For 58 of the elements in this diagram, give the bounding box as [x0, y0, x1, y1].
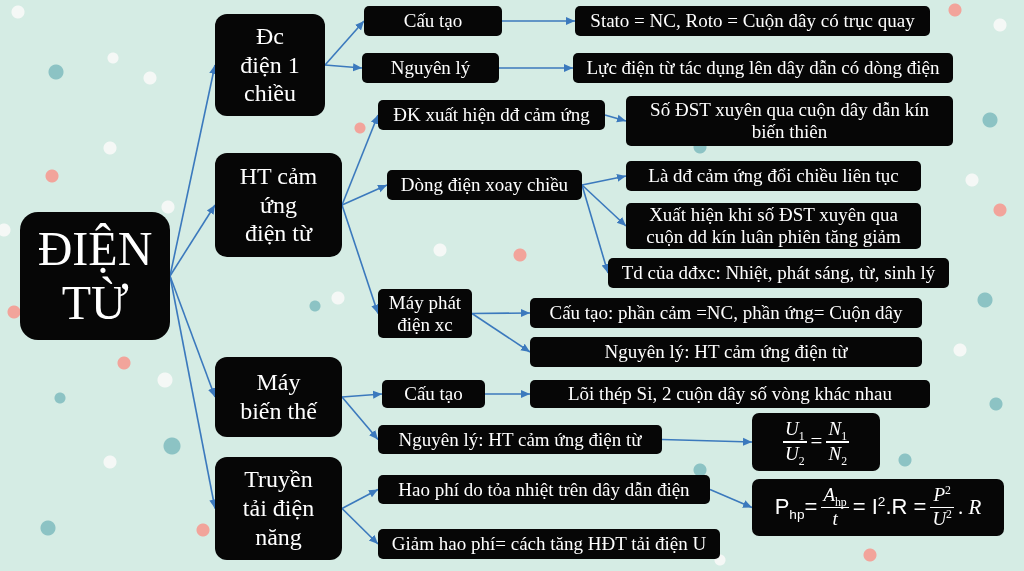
topic-box: Máy biến thế	[215, 357, 342, 437]
formula-box	[752, 413, 880, 471]
concept-box: ĐK xuất hiện dđ cảm ứng	[378, 100, 605, 130]
arrow	[471, 309, 531, 318]
arrow	[341, 390, 383, 399]
concept-box: Là dđ cảm ứng đổi chiều liên tục	[626, 161, 921, 191]
topic-box: Truyền tải điện năng	[215, 457, 342, 560]
concept-box: Nguyên lý: HT cảm ứng điện từ	[530, 337, 922, 367]
concept-box: Cấu tạo	[382, 380, 485, 408]
concept-box: Xuất hiện khi số ĐST xuyên qua cuộn dd kín luân phiên tăng giảm	[626, 203, 921, 249]
concept-box: Dòng điện xoay chiều	[387, 170, 582, 200]
concept-box: Giảm hao phí= cách tăng HĐT tải điện U	[378, 529, 720, 559]
concept-box: Số ĐST xuyên qua cuộn dây dẫn kín biến thiên	[626, 96, 953, 146]
formula-text: = I$^{2}$.R =	[852, 495, 927, 520]
arrow	[341, 184, 388, 206]
arrow	[581, 184, 627, 227]
numerator: P$^{2}$	[932, 484, 952, 506]
concept-box: Td của dđxc: Nhiệt, phát sáng, từ, sinh lý	[608, 258, 949, 288]
numerator: U$_{1}$	[783, 419, 806, 441]
concept-box: Lõi thép Si, 2 cuộn dây số vòng khác nhau	[530, 380, 930, 408]
concept-box: Lực điện từ tác dụng lên dây dẫn có dòng điện	[573, 53, 953, 83]
arrow	[709, 488, 753, 509]
concept-box: Cấu tạo: phần cảm =NC, phần ứng= Cuộn dây	[530, 298, 922, 328]
arrow	[169, 204, 216, 277]
denominator: U$_{2}$	[783, 443, 806, 465]
concept-box: Nguyên lý	[362, 53, 499, 83]
formula-text: =	[810, 430, 823, 454]
arrow	[484, 390, 531, 398]
arrow	[341, 204, 379, 315]
topic-box: Đc điện 1 chiều	[215, 14, 325, 116]
formula-box	[752, 479, 1004, 536]
arrow	[581, 173, 627, 186]
concept-box: Cấu tạo	[364, 6, 502, 36]
arrow	[661, 437, 753, 446]
main-topic-box: ĐIỆN TỪ	[20, 212, 170, 340]
arrow	[341, 114, 379, 206]
arrow	[501, 17, 576, 25]
arrow	[498, 64, 574, 72]
denominator: t	[831, 509, 838, 531]
arrow	[341, 507, 379, 545]
topic-box: HT cảm ứng điện từ	[215, 153, 342, 257]
arrow	[324, 20, 365, 66]
arrow	[471, 312, 531, 353]
concept-box: Hao phí do tỏa nhiệt trên dây dẫn điện	[378, 475, 710, 504]
concept-box: Nguyên lý: HT cảm ứng điện từ	[378, 425, 662, 454]
arrow	[324, 63, 363, 72]
arrow	[169, 275, 216, 398]
numerator: N$_{1}$	[827, 419, 848, 441]
concept-box: Máy phát điện xc	[378, 289, 472, 338]
formula-text: P$_{hp}$=	[774, 495, 818, 520]
denominator: U$^{2}$	[931, 509, 953, 531]
arrow	[581, 184, 610, 274]
arrow	[341, 396, 379, 441]
concept-box: Stato = NC, Roto = Cuộn dây có trục quay	[575, 6, 930, 36]
denominator: N$_{2}$	[827, 443, 848, 465]
arrow	[341, 488, 379, 510]
formula-text: . R	[958, 495, 982, 520]
arrow	[604, 114, 627, 123]
